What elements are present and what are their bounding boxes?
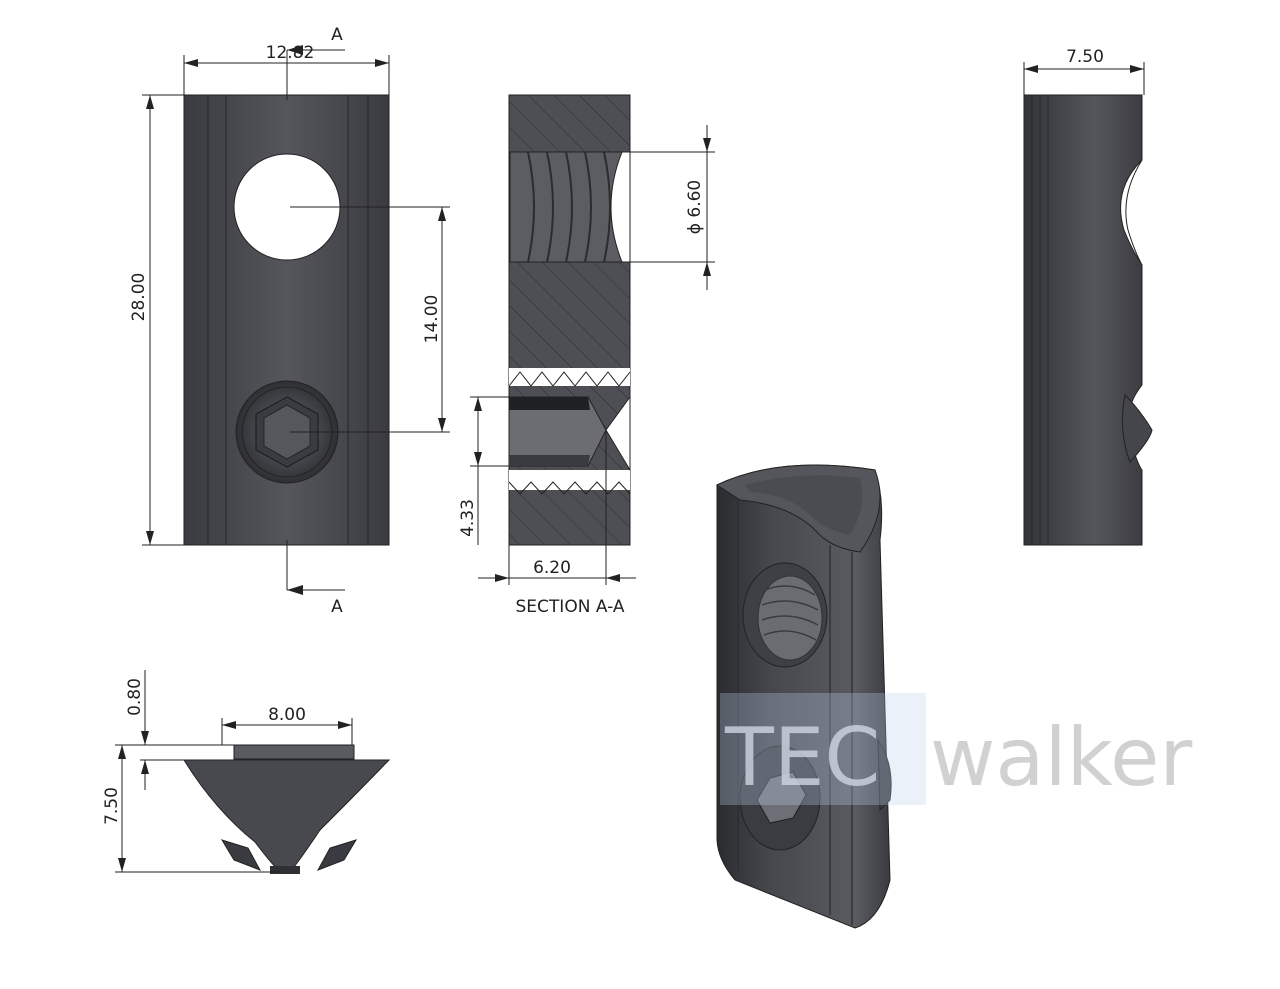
dim-top-width: 8.00 bbox=[268, 705, 306, 725]
dim-bore-length: 6.20 bbox=[533, 558, 571, 578]
dim-width-top: 12.82 bbox=[266, 43, 315, 63]
brand-watermark: TEC walker bbox=[720, 693, 1192, 805]
brand-tec: TEC bbox=[724, 711, 880, 804]
front-view bbox=[183, 94, 390, 546]
end-view-body bbox=[183, 759, 391, 873]
dim-thread-diameter: 6.60 bbox=[685, 180, 705, 218]
dim-flange-thickness: 0.80 bbox=[125, 678, 145, 716]
side-dimensions: 7.50 bbox=[1023, 47, 1145, 95]
front-dimensions: 12.82 A A 28.00 14.00 bbox=[129, 25, 450, 617]
isometric-view bbox=[715, 464, 892, 929]
svg-text:ϕ 6.60: ϕ 6.60 bbox=[685, 180, 705, 234]
end-view bbox=[183, 744, 391, 874]
dim-bore-depth: 4.33 bbox=[458, 499, 478, 537]
section-title: SECTION A-A bbox=[516, 597, 625, 617]
section-dimensions: ϕ 6.60 4.33 6.20 bbox=[458, 125, 715, 585]
dim-side-width: 7.50 bbox=[1066, 47, 1104, 67]
section-view: SECTION A-A bbox=[508, 94, 631, 617]
dim-height-front: 28.00 bbox=[129, 273, 149, 322]
brand-walker: walker bbox=[930, 711, 1192, 804]
threaded-bore bbox=[509, 151, 623, 263]
diameter-symbol: ϕ bbox=[685, 218, 705, 235]
iso-hex-socket-icon bbox=[756, 771, 807, 824]
section-marker-bottom: A bbox=[331, 597, 343, 617]
side-view-body bbox=[1023, 94, 1143, 546]
dim-hole-spacing: 14.00 bbox=[422, 295, 442, 344]
dim-end-height: 7.50 bbox=[102, 787, 122, 825]
side-view bbox=[1023, 94, 1153, 546]
end-dimensions: 8.00 0.80 7.50 bbox=[102, 670, 353, 873]
section-marker-top: A bbox=[331, 25, 343, 45]
